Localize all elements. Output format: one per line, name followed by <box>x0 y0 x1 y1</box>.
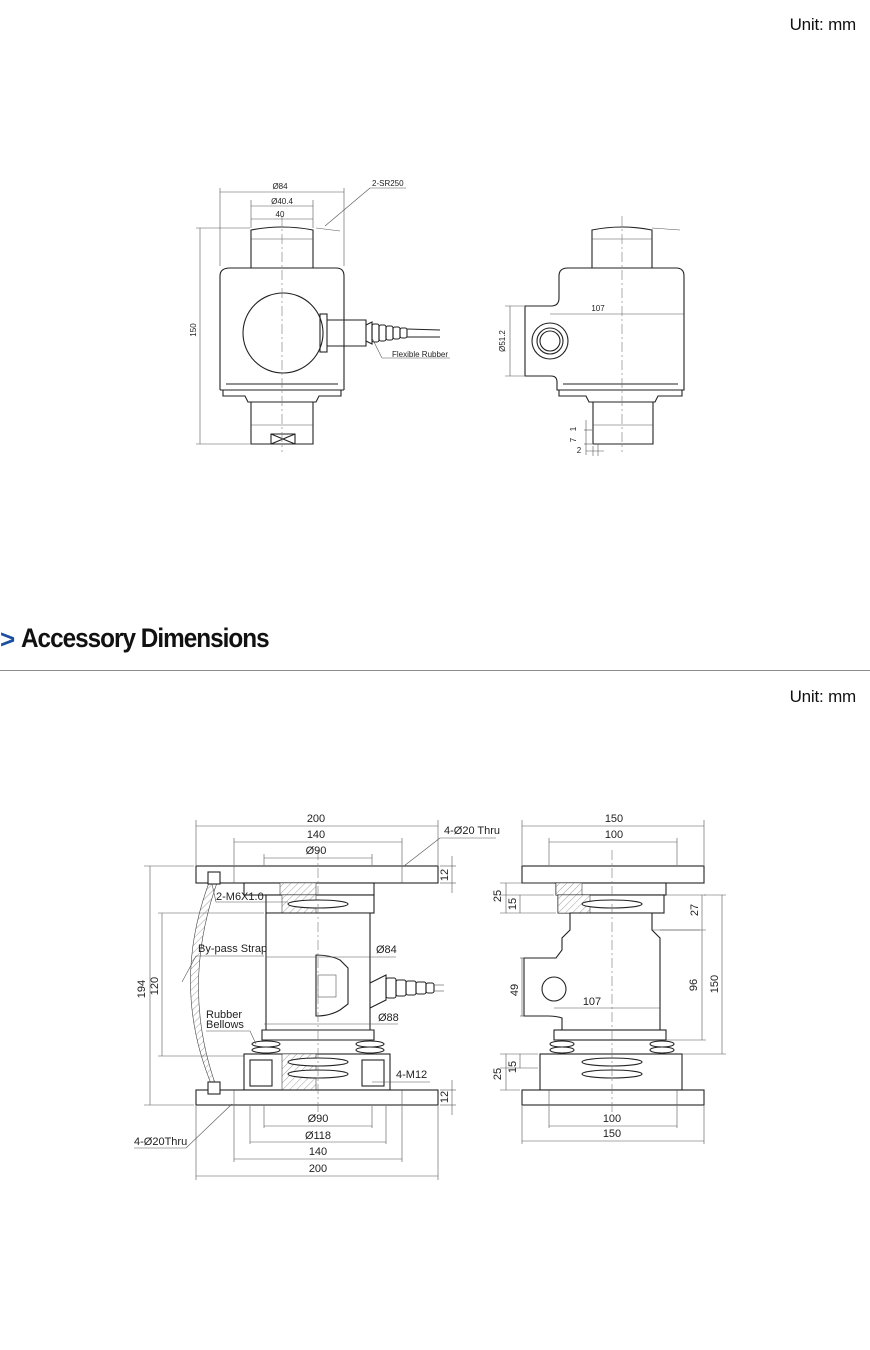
section-header: > Accessory Dimensions <box>0 620 870 671</box>
label-m6: 2-M6X1.0 <box>216 891 264 903</box>
dim-d84: Ø84 <box>272 182 288 191</box>
side-dim-150-top: 150 <box>605 813 623 825</box>
dim-194: 194 <box>136 980 148 998</box>
dim-200-bot: 200 <box>309 1163 327 1175</box>
dim-2: 2 <box>577 446 582 455</box>
dim-1: 1 <box>569 426 578 431</box>
dim-12-bot: 12 <box>439 1091 451 1103</box>
side-dim-100-bot: 100 <box>603 1113 621 1125</box>
side-dim-100-top: 100 <box>605 829 623 841</box>
dim-140-top: 140 <box>307 829 325 841</box>
unit-label-top: Unit: mm <box>789 15 857 34</box>
side-dim-15-bot: 15 <box>507 1061 519 1073</box>
dim-d90-bot: Ø90 <box>308 1113 329 1125</box>
dim-d90-top: Ø90 <box>306 845 327 857</box>
load-cell-side-dimensions: 107 Ø51.2 7 1 2 <box>498 304 684 456</box>
label-thru-bot: 4-Ø20Thru <box>134 1136 187 1148</box>
load-cell-front-dimensions: Ø84 Ø40.4 40 2-SR250 150 Flexible Rubber <box>189 179 450 445</box>
dim-120: 120 <box>149 977 161 995</box>
chevron-right-icon: > <box>0 624 16 654</box>
side-dim-25-top: 25 <box>492 890 504 902</box>
label-bypass-strap: By-pass Strap <box>198 943 267 955</box>
dim-140-bot: 140 <box>309 1146 327 1158</box>
label-m12: 4-M12 <box>396 1069 427 1081</box>
load-cell-front-view <box>219 216 441 452</box>
dim-200-top: 200 <box>307 813 325 825</box>
mount-front-view <box>190 850 444 1112</box>
mount-side-dimensions: 150 100 25 15 27 49 107 96 150 25 <box>492 813 726 1144</box>
dim-sr250: 2-SR250 <box>372 179 404 188</box>
label-rubber: Rubber <box>206 1009 242 1021</box>
dim-d88: Ø88 <box>378 1012 399 1024</box>
label-bellows: Bellows <box>206 1019 244 1031</box>
side-dim-25-bot: 25 <box>492 1068 504 1080</box>
unit-label-bottom: Unit: mm <box>789 687 857 706</box>
dim-7: 7 <box>569 437 578 442</box>
side-dim-49: 49 <box>509 984 521 996</box>
mount-side-view <box>521 850 705 1112</box>
side-dim-27: 27 <box>689 904 701 916</box>
dim-40: 40 <box>276 210 285 219</box>
dim-d51-2: Ø51.2 <box>498 330 507 352</box>
side-dim-150-vert: 150 <box>709 975 721 993</box>
dim-150: 150 <box>189 323 198 337</box>
load-cell-side-view <box>524 216 685 452</box>
dim-107: 107 <box>591 304 605 313</box>
side-dim-150-bot: 150 <box>603 1128 621 1140</box>
section-title: Accessory Dimensions <box>21 623 270 653</box>
load-cell-drawing: Ø84 Ø40.4 40 2-SR250 150 Flexible Rubber <box>189 179 685 456</box>
side-dim-15-top: 15 <box>507 898 519 910</box>
dim-12-top: 12 <box>439 869 451 881</box>
dim-d118: Ø118 <box>305 1130 331 1142</box>
dim-d40-4: Ø40.4 <box>271 197 293 206</box>
dim-d84: Ø84 <box>376 944 397 956</box>
side-dim-96: 96 <box>688 979 700 991</box>
label-thru-top: 4-Ø20 Thru <box>444 825 500 837</box>
side-dim-107: 107 <box>583 996 601 1008</box>
label-flexible-rubber: Flexible Rubber <box>392 350 448 359</box>
mount-front-dimensions: 200 140 Ø90 4-Ø20 Thru 12 2-M6X1.0 By-pa… <box>134 813 500 1180</box>
